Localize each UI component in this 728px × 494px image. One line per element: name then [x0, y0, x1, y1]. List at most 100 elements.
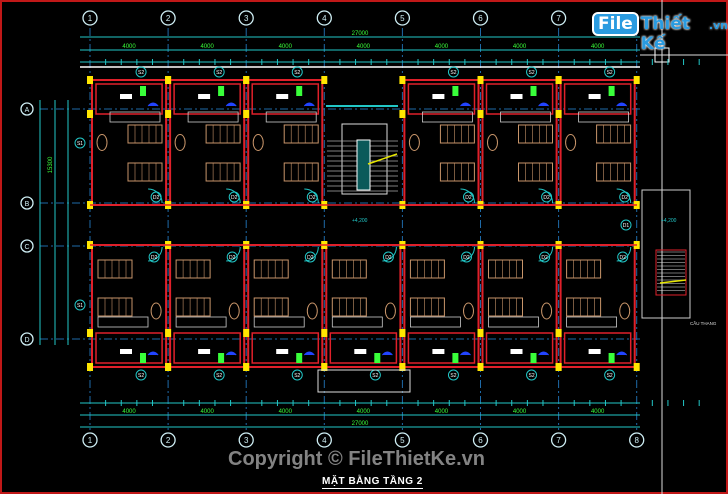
room-walls-9	[247, 244, 324, 368]
wardrobe	[265, 111, 317, 123]
door-swing	[538, 246, 554, 262]
door-tag: D2	[153, 195, 160, 201]
wardrobe	[331, 316, 383, 328]
grid-bubble	[82, 10, 98, 26]
window-tag: S2	[138, 70, 144, 76]
dimension-text: 4000	[357, 44, 371, 50]
window-tag: S2	[294, 70, 300, 76]
desk-chair	[174, 134, 186, 151]
window-tag-circle	[526, 369, 538, 381]
bathroom	[407, 332, 476, 364]
toilet-tag	[296, 353, 303, 363]
grid-label: B	[25, 201, 30, 208]
grid-bubble	[20, 102, 34, 116]
door-tag: D2	[463, 255, 470, 261]
bed	[97, 297, 133, 317]
grid-bubble	[20, 196, 34, 210]
door-tag-circle	[617, 251, 629, 263]
door-tag: D2	[619, 255, 626, 261]
door-tag: D2	[541, 255, 548, 261]
wardrobe	[488, 316, 539, 328]
sink	[276, 349, 289, 354]
column	[633, 363, 640, 371]
bed	[97, 259, 133, 279]
bed	[127, 162, 163, 182]
bathroom	[95, 332, 163, 364]
column	[165, 76, 172, 84]
bathroom	[563, 83, 632, 115]
desk-chair	[228, 302, 240, 320]
bed	[518, 162, 553, 182]
grid-label: 3	[244, 436, 249, 445]
bed	[283, 162, 319, 182]
sink	[432, 94, 445, 99]
bed	[205, 124, 241, 144]
toilet-tag	[296, 86, 303, 96]
shower	[303, 102, 315, 107]
column	[399, 110, 406, 118]
dimension-text: 4000	[513, 409, 527, 415]
window-tag: S2	[138, 373, 144, 379]
sink	[120, 94, 132, 99]
toilet-tag	[218, 353, 225, 363]
stair-break-line	[367, 153, 398, 165]
column	[555, 329, 562, 337]
grid-label: 6	[478, 436, 483, 445]
toilet-tag	[218, 86, 225, 96]
column	[477, 329, 484, 337]
dimension-text: 27000	[352, 31, 369, 37]
window-tag-circle	[447, 369, 459, 381]
grid-bubble	[20, 332, 34, 346]
dimension-text: 15300	[48, 156, 54, 173]
sink	[588, 94, 601, 99]
bed	[331, 297, 367, 317]
door-tag-circle	[306, 191, 318, 203]
door-swing	[304, 188, 319, 204]
grid-label: 2	[166, 14, 171, 23]
bathroom	[563, 332, 632, 364]
column	[243, 110, 250, 118]
column	[399, 363, 406, 371]
grid-bubble	[160, 432, 176, 448]
sink	[510, 94, 523, 99]
shower	[382, 351, 393, 356]
door-tag-circle	[620, 219, 632, 231]
grid-bubble	[472, 432, 489, 448]
door-tag-circle	[148, 251, 160, 263]
window-tag: S2	[528, 373, 534, 379]
bed	[175, 297, 211, 317]
stair-well	[356, 139, 371, 191]
grid-label: 7	[556, 436, 561, 445]
door-tag: D2	[543, 195, 550, 201]
door-tag: D2	[229, 255, 236, 261]
bed	[253, 259, 289, 279]
grid-bubble	[160, 10, 176, 26]
grid-bubble	[472, 10, 489, 26]
column	[477, 76, 484, 84]
grid-label: A	[25, 107, 30, 114]
door-swing	[382, 246, 397, 262]
entrance-steps	[317, 369, 411, 393]
column	[555, 363, 562, 371]
grid-bubble	[238, 432, 254, 448]
dimension-text: 4000	[357, 409, 371, 415]
window-tag-circle	[447, 66, 459, 78]
bed	[439, 162, 475, 182]
grid-bubble	[550, 10, 567, 26]
bathroom	[95, 83, 163, 115]
filethietke-logo: File Thiết Kế .vn	[592, 12, 728, 54]
grid-bubble	[629, 432, 645, 448]
wardrobe	[109, 111, 161, 123]
column	[87, 110, 93, 118]
desk-chair	[306, 302, 318, 320]
sink	[432, 349, 445, 354]
sink	[510, 349, 523, 354]
door-swing	[616, 188, 632, 204]
sink	[276, 94, 289, 99]
grid-bubble	[316, 432, 332, 448]
toilet-tag	[140, 86, 146, 96]
grid-label: 3	[244, 14, 249, 23]
window-tag-circle	[213, 66, 225, 78]
window-tag: S2	[450, 70, 456, 76]
